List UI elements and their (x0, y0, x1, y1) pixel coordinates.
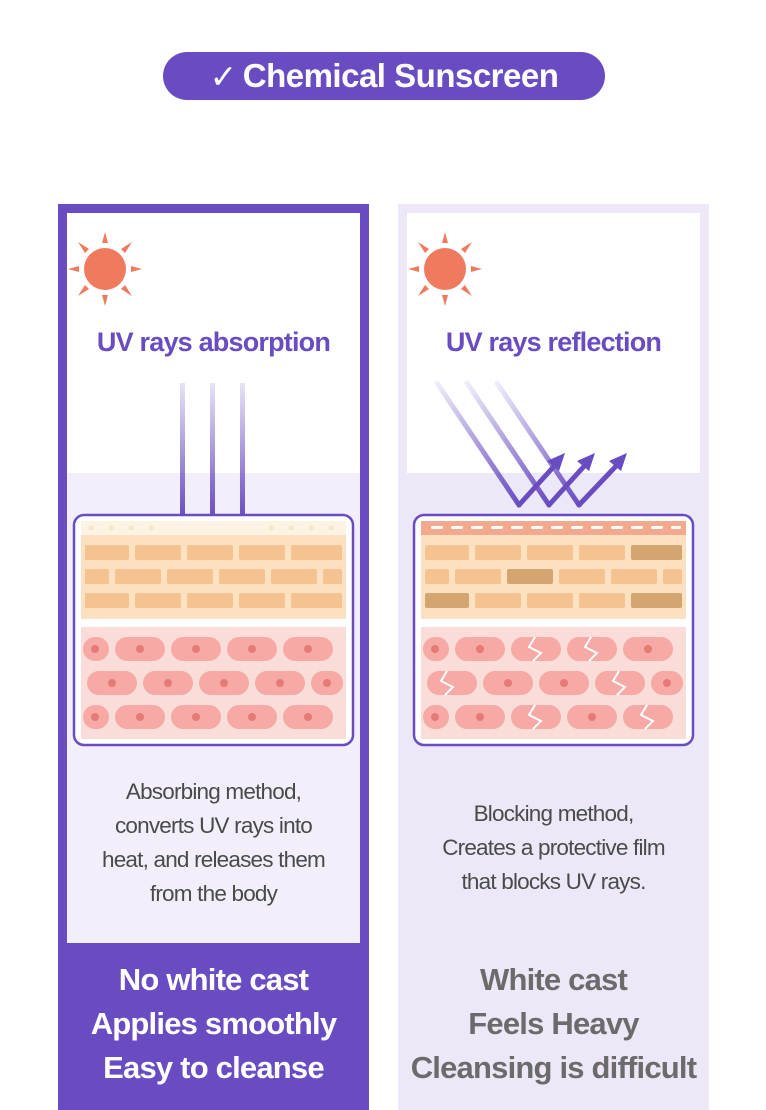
absorption-description: Absorbing method, converts UV rays into … (101, 779, 326, 906)
drawback-item: Feels Heavy (468, 1005, 639, 1041)
reflected-uv-rays (434, 380, 627, 508)
drawback-item: Cleansing is difficult (410, 1049, 697, 1085)
drawback-item: White cast (479, 961, 628, 997)
reflection-title: UV rays reflection (445, 327, 662, 357)
uv-ray-arrows (173, 383, 252, 535)
badge-title: Chemical Sunscreen (242, 57, 559, 94)
benefit-item: No white cast (118, 961, 309, 997)
absorption-benefits: No white cast Applies smoothly Easy to c… (58, 943, 369, 1110)
reflection-illustration (408, 232, 695, 747)
checkmark-icon: ✓ (209, 57, 238, 95)
reflection-panel: UV rays reflection Blocking method, Crea… (398, 204, 709, 1110)
absorption-title: UV rays absorption (96, 327, 331, 357)
chemical-sunscreen-badge: ✓ Chemical Sunscreen (163, 52, 605, 100)
sun-icon (408, 232, 482, 306)
skin-layers (72, 513, 355, 747)
reflection-description: Blocking method, Creates a protective fi… (442, 801, 665, 894)
benefit-item: Easy to cleanse (103, 1049, 324, 1085)
absorption-panel: UV rays absorption Absorbing method, con… (58, 204, 369, 1110)
skin-layers-damaged (412, 513, 695, 747)
absorption-illustration (68, 232, 355, 747)
sun-icon (68, 232, 142, 306)
benefit-item: Applies smoothly (90, 1005, 337, 1041)
reflection-drawbacks: White cast Feels Heavy Cleansing is diff… (398, 943, 709, 1110)
